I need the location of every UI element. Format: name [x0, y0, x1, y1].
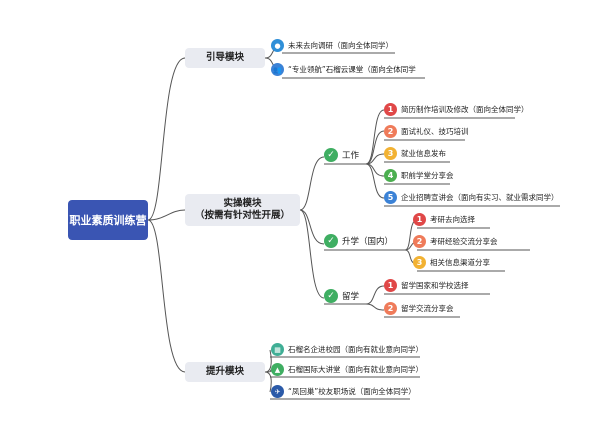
study-item-3-label: 相关信息渠道分享 — [430, 258, 490, 267]
number-1-icon: 1 — [384, 279, 397, 292]
study-item-2-label: 考研经验交流分享会 — [430, 237, 498, 246]
work-item-3-label: 就业信息发布 — [401, 149, 446, 158]
study-item-1[interactable]: 1 考研去向选择 — [413, 213, 475, 226]
abroad-item-1-label: 留学国家和学校选择 — [401, 281, 469, 290]
root-label: 职业素质训练营 — [69, 214, 147, 227]
bird-icon: ✈ — [271, 385, 284, 398]
work-item-1-label: 简历制作培训及修改（面向全体同学） — [401, 105, 529, 114]
check-icon: ✓ — [324, 148, 338, 162]
leaf-lecture-label: 石榴国际大讲堂（面向有就业意向同学） — [288, 365, 423, 374]
globe-icon: ● — [271, 39, 284, 52]
leaf-company-visit-label: 石榴名企进校园（面向有就业意向同学） — [288, 345, 423, 354]
leaf-survey-label: 未来去向调研（面向全体同学） — [288, 41, 393, 50]
branch-practice-label-1: 实操模块 — [223, 198, 262, 209]
group-study-domestic[interactable]: ✓ 升学（国内） — [324, 234, 393, 248]
branch-improve[interactable]: 提升模块 — [185, 362, 265, 382]
group-study-abroad-label: 留学 — [342, 292, 360, 302]
study-item-1-label: 考研去向选择 — [430, 215, 475, 224]
study-item-3[interactable]: 3 相关信息渠道分享 — [413, 256, 490, 269]
work-item-2[interactable]: 2 面试礼仪、技巧培训 — [384, 125, 469, 138]
leaf-cloud-class[interactable]: 👥 “专业领航”石榴云课堂（面向全体同学 — [271, 63, 416, 76]
building-icon: ▦ — [271, 343, 284, 356]
work-item-2-label: 面试礼仪、技巧培训 — [401, 127, 469, 136]
work-item-4[interactable]: 4 职前学堂分享会 — [384, 169, 454, 182]
leaf-lecture[interactable]: ▲ 石榴国际大讲堂（面向有就业意向同学） — [271, 363, 423, 376]
check-icon: ✓ — [324, 234, 338, 248]
work-item-3[interactable]: 3 就业信息发布 — [384, 147, 446, 160]
work-item-5-label: 企业招聘宣讲会（面向有实习、就业需求同学） — [401, 193, 559, 202]
branch-practice[interactable]: 实操模块 （按需有针对性开展） — [185, 194, 300, 226]
branch-guide[interactable]: 引导模块 — [185, 48, 265, 68]
leaf-alumni[interactable]: ✈ “凤回巢”校友职场说（面向全体同学） — [271, 385, 416, 398]
number-2-icon: 2 — [384, 302, 397, 315]
number-4-icon: 4 — [384, 169, 397, 182]
leaf-alumni-label: “凤回巢”校友职场说（面向全体同学） — [288, 387, 416, 396]
abroad-item-2[interactable]: 2 留学交流分享会 — [384, 302, 454, 315]
leaf-cloud-class-label: “专业领航”石榴云课堂（面向全体同学 — [288, 65, 416, 74]
group-work[interactable]: ✓ 工作 — [324, 148, 359, 162]
work-item-5[interactable]: 5 企业招聘宣讲会（面向有实习、就业需求同学） — [384, 191, 559, 204]
work-item-4-label: 职前学堂分享会 — [401, 171, 454, 180]
number-2-icon: 2 — [384, 125, 397, 138]
leaf-company-visit[interactable]: ▦ 石榴名企进校园（面向有就业意向同学） — [271, 343, 423, 356]
number-3-icon: 3 — [413, 256, 426, 269]
branch-practice-label-2: （按需有针对性开展） — [194, 210, 290, 221]
branch-improve-label: 提升模块 — [205, 366, 244, 377]
number-1-icon: 1 — [413, 213, 426, 226]
number-3-icon: 3 — [384, 147, 397, 160]
group-study-domestic-label: 升学（国内） — [342, 237, 394, 247]
root-topic[interactable]: 职业素质训练营 — [68, 200, 148, 240]
group-study-abroad[interactable]: ✓ 留学 — [324, 289, 359, 303]
people-icon: 👥 — [271, 63, 284, 76]
group-work-label: 工作 — [342, 151, 360, 161]
branch-guide-label: 引导模块 — [205, 52, 244, 63]
number-1-icon: 1 — [384, 103, 397, 116]
podium-icon: ▲ — [271, 363, 284, 376]
number-2-icon: 2 — [413, 235, 426, 248]
abroad-item-2-label: 留学交流分享会 — [401, 304, 454, 313]
work-item-1[interactable]: 1 简历制作培训及修改（面向全体同学） — [384, 103, 529, 116]
number-5-icon: 5 — [384, 191, 397, 204]
leaf-survey[interactable]: ● 未来去向调研（面向全体同学） — [271, 39, 393, 52]
check-icon: ✓ — [324, 289, 338, 303]
abroad-item-1[interactable]: 1 留学国家和学校选择 — [384, 279, 469, 292]
study-item-2[interactable]: 2 考研经验交流分享会 — [413, 235, 498, 248]
